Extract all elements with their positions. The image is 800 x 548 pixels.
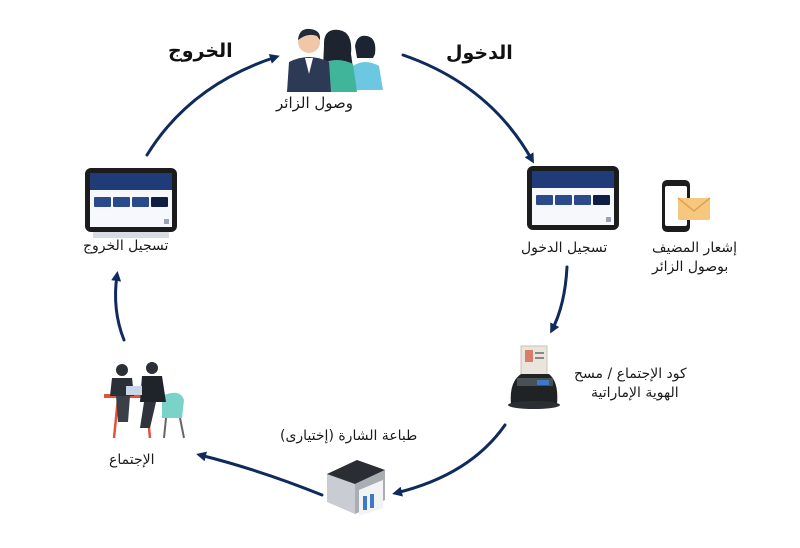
visitor-arrival-label: وصول الزائر [276,94,354,112]
meeting-label: الإجتماع [109,452,155,468]
host-notification-line2: بوصول الزائر [652,259,729,275]
visitors-icon [287,28,383,92]
meeting-code-line2: الهوية الإماراتية [591,385,679,401]
arrow-exit [145,54,280,157]
check-in-label: تسجيل الدخول [521,240,608,256]
phone-envelope-icon [662,180,711,232]
arrow-to-printer [392,423,507,497]
check-out-label: تسجيل الخروج [83,238,169,254]
printer-icon [327,460,385,516]
meeting-icon [104,362,185,439]
arrow-to-meeting [196,451,324,497]
arrow-to-checkout [111,271,126,342]
id-reader-icon [508,345,560,409]
badge-print-label: طباعة الشارة (إختيارى) [280,428,418,444]
exit-heading: الخروج [168,40,233,62]
entry-heading: الدخول [446,42,513,64]
meeting-code-line1: كود الإجتماع / مسح [574,366,687,382]
arrow-to-reader [550,265,569,334]
check-out-tablet [85,168,177,238]
arrow-entry [401,53,534,164]
check-in-tablet [527,166,619,230]
host-notification-line1: إشعار المضيف [652,240,737,256]
